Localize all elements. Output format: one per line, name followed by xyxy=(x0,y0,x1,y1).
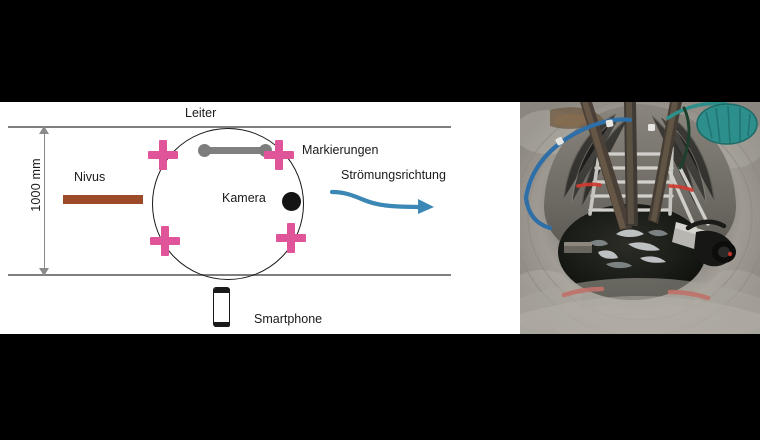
label-nivus: Nivus xyxy=(74,170,106,184)
label-markers: Markierungen xyxy=(302,143,379,157)
label-smartphone: Smartphone xyxy=(254,312,323,326)
camera-position-dot-icon xyxy=(282,192,301,211)
smartphone-bezel-bottom xyxy=(213,321,230,327)
nivus-sensor-bar xyxy=(63,195,143,204)
dimension-arrowhead-top-icon xyxy=(39,126,49,134)
dimension-annotation-1000mm: 1000 mm xyxy=(29,126,60,276)
smartphone-icon xyxy=(213,287,230,327)
label-ladder: Leiter xyxy=(185,106,217,120)
channel-wall-top-line xyxy=(8,126,451,128)
marker-cross-top-right-icon xyxy=(264,140,294,170)
flow-direction-arrow-icon xyxy=(330,189,434,214)
dimension-arrowhead-bottom-icon xyxy=(39,268,49,276)
dimension-label: 1000 mm xyxy=(29,158,43,212)
manhole-photograph xyxy=(520,102,760,334)
label-flow-direction: Strömungsrichtung xyxy=(341,168,446,182)
ladder-bar-icon xyxy=(200,147,272,154)
schematic-diagram-panel: 1000 mm Leiter Nivus Kamera Markierungen… xyxy=(0,102,519,334)
label-camera: Kamera xyxy=(222,191,266,205)
ladder-end-knob-left-icon xyxy=(198,144,211,157)
smartphone-bezel-top xyxy=(213,287,230,293)
marker-cross-top-left-icon xyxy=(148,140,178,170)
dimension-line xyxy=(44,128,45,274)
marker-cross-bottom-right-icon xyxy=(276,223,306,253)
manhole-circle-outline xyxy=(152,128,304,280)
manhole-photo-graphic xyxy=(520,102,760,334)
marker-cross-bottom-left-icon xyxy=(150,226,180,256)
